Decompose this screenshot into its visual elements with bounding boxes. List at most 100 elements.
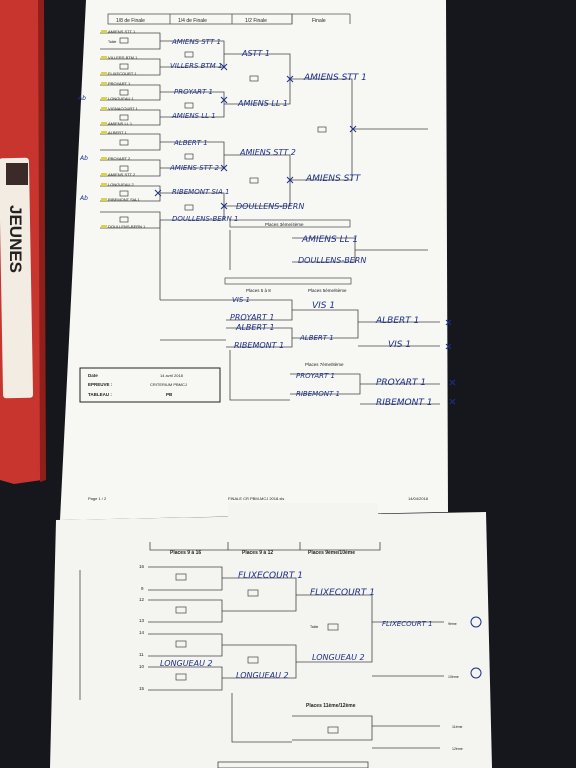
svg-text:12: 12 [139,597,145,602]
svg-text:FLIXECOURT 1: FLIXECOURT 1 [310,588,375,598]
places-7-8-title: Places 7ème/8ème [305,362,344,367]
places-11-title: Places 11ème/12ème [306,703,356,709]
p56-hand-3: ALBERT 1 [375,316,419,326]
qf-hand-3: PROYART 1 [174,88,213,96]
top-sf-handwriting: ASTT 1 AMIENS LL 1 AMIENS STT 2 DOULLENS… [236,49,304,211]
bottom-result-labels: 9ème 10ème 11ème 12ème [448,622,463,751]
p78-hand-1: PROYART 1 [296,372,335,380]
top-header-r16: 1/8 de Finale [116,18,145,24]
r16-team-11: AMIENS STT 2 [108,172,136,177]
r16-team-10: PROYART 2 [108,156,131,161]
final-hand-2: AMIENS STT [305,174,362,184]
bottom-column-headers [149,542,381,551]
r16-team-7: VIGNACOURT 1 [108,106,139,111]
places-3-title: Places 3ème/4ème [265,222,304,227]
svg-text:11ème: 11ème [452,725,462,729]
svg-text:Ab: Ab [77,95,86,102]
top-header-sf: 1/2 Finale [245,18,267,24]
svg-text:9ème: 9ème [448,622,457,626]
p56-hand-2: ALBERT 1 [299,334,334,342]
jeunes-label-logo [6,163,28,185]
svg-text:LONGUEAU 2: LONGUEAU 2 [160,659,213,668]
info-tableau-value: PB [166,392,173,397]
svg-text:FLIXECOURT 1: FLIXECOURT 1 [382,620,433,628]
top-footer-right: 14/04/2018 [408,496,429,501]
qf-hand-7: RIBEMONT SIA 1 [172,188,229,196]
top-footer-center: FINALE CR PBM-MCJ 2018.xls [228,496,284,501]
svg-text:Ab: Ab [79,155,88,162]
sf-hand-2: AMIENS LL 1 [237,99,288,108]
places-3-hand-1: AMIENS LL 1 [301,235,358,245]
bottom-table-label: Table [310,625,318,629]
svg-text:Ab: Ab [79,195,88,202]
p58-hand-4: RIBEMONT 1 [234,341,284,350]
info-date-value: 14 avril 2018 [160,373,184,378]
bottom-header-3: Places 9ème/10ème [308,550,355,556]
svg-text:FLIXECOURT 1: FLIXECOURT 1 [238,571,303,581]
bottom-next-bar [217,761,369,768]
qf-hand-6: AMIENS STT 2 [169,164,219,172]
r16-team-5: PROYART 1 [108,81,131,86]
r16-team-3: VILLERS BTM 1 [108,55,138,60]
sf-hand-3: AMIENS STT 2 [239,148,296,157]
r16-team-9: ALBERT 1 [108,130,128,135]
top-header-qf: 1/4 de Finale [178,18,207,24]
top-result-crosses [445,319,456,405]
bottom-handwriting: FLIXECOURT 1 FLIXECOURT 1 FLIXECOURT 1 L… [160,571,433,680]
top-table-boxes [119,37,327,223]
bottom-header-2: Places 9 à 12 [242,550,273,556]
r16-team-1: AMIENS STT 1 [108,29,136,34]
p78-hand-4: RIBEMONT 1 [376,398,432,408]
p58-hand-2: PROYART 1 [230,313,275,322]
top-footer-left: Page 1 / 2 [88,496,107,501]
qf-hand-2: VILLERS BTM 1 [170,62,222,70]
info-date-label: Date [88,373,98,378]
places-3-header [229,219,351,228]
places-5-8-bracket [160,299,440,348]
info-epreuve-label: EPREUVE : [88,382,113,387]
bottom-seed-numbers: 16 9 12 13 14 11 10 15 [139,564,145,691]
bottom-table-boxes [175,573,339,734]
top-r16-teams: AMIENS STT 1 VILLERS BTM 1 FLIXECOURT 1 … [101,29,146,229]
bottom-bracket [79,566,444,749]
r16-team-15: DOULLENS-BERN 1 [108,224,146,229]
places-5-6-title: Places 5ème/6ème [308,288,347,293]
p78-hand-2: RIBEMONT 1 [296,390,340,398]
top-final-handwriting: AMIENS STT 1 AMIENS STT [303,73,367,184]
svg-text:11: 11 [139,652,144,657]
jeunes-label-card [0,157,34,399]
svg-text:16: 16 [139,564,145,569]
top-header-final: Finale [312,18,326,24]
svg-text:LONGUEAU 2: LONGUEAU 2 [312,653,365,662]
r16-team-8: AMIENS LL 1 [108,121,133,126]
svg-text:9: 9 [141,586,144,591]
info-tableau-label: TABLEAU : [88,392,112,397]
top-table-label: Table [108,40,116,44]
sf-hand-4: DOULLENS-BERN [236,202,304,211]
r16-team-13: RIBEMONT SIA 1 [108,197,140,202]
p78-hand-3: PROYART 1 [376,378,426,388]
info-epreuve-value: CRITERIUM PBMCJ [150,382,187,387]
places-7-8-bracket [229,350,440,405]
top-qf-handwriting: AMIENS STT 1 VILLERS BTM 1 PROYART 1 AMI… [169,38,238,223]
p58-hand-1: VIS 1 [232,296,250,304]
svg-text:10ème: 10ème [448,675,459,679]
p58-hand-3: ALBERT 1 [235,323,275,332]
p56-hand-1: VIS 1 [312,301,335,311]
qf-hand-1: AMIENS STT 1 [171,38,221,46]
jeunes-label-text: JEUNES [6,205,25,273]
info-box [79,367,221,403]
sf-hand-1: ASTT 1 [241,49,270,58]
bottom-sheet [50,512,492,768]
r16-team-6: LONGUEAU 1 [108,96,135,101]
places-3-bracket [159,220,428,300]
svg-text:12ème: 12ème [452,747,463,751]
top-sheet [60,0,448,520]
svg-text:15: 15 [139,686,145,691]
places-3-hand-2: DOULLENS-BERN [298,256,366,265]
places-5-8-top-bar [224,277,352,285]
binder-edge [38,0,46,482]
top-cross-marks [154,63,357,210]
